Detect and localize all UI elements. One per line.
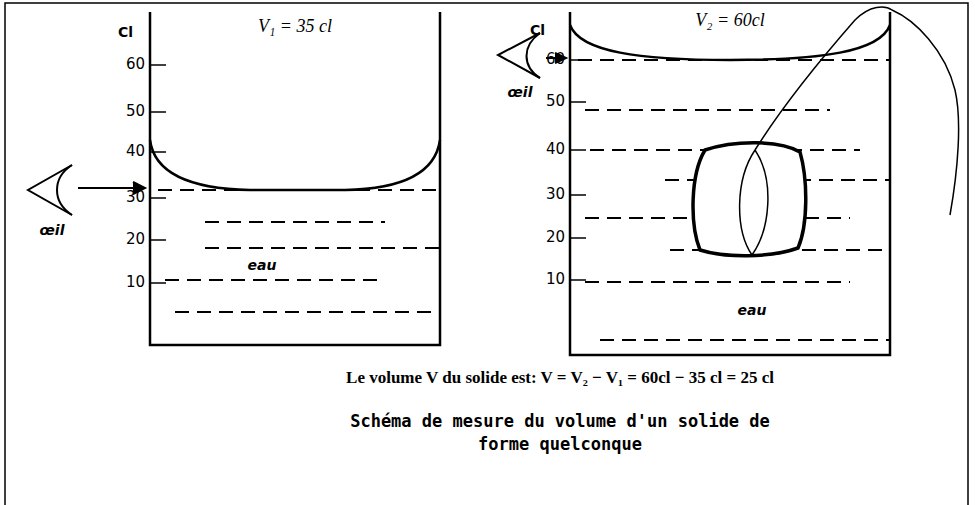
- scale-number: 60: [546, 51, 565, 68]
- volume-label: V₂ = 60cl: [695, 10, 764, 31]
- scale-number: 10: [546, 271, 565, 288]
- water-lines: [158, 190, 440, 312]
- scale-number: 30: [546, 186, 565, 203]
- solid-object: [693, 143, 806, 256]
- right-container: [570, 12, 890, 355]
- eye-label: œil: [508, 84, 533, 100]
- volume-label: V₁ = 35 cl: [258, 16, 332, 37]
- scale-number: 40: [546, 141, 565, 158]
- unit-label: Cl: [118, 24, 133, 40]
- result-text: Le volume V du solide est: V = V₂ − V₁ =…: [346, 368, 774, 388]
- scale-number: 50: [126, 103, 145, 120]
- scale-number: 20: [126, 231, 145, 248]
- scale-number: 50: [546, 93, 565, 110]
- left-container: [150, 12, 440, 345]
- caption: Schéma de mesure du volume d'un solide d…: [330, 410, 790, 456]
- water-label: eau: [735, 302, 770, 318]
- unit-label: Cl: [530, 22, 545, 38]
- string: [740, 7, 959, 255]
- meniscus: [150, 140, 440, 190]
- water-label: eau: [245, 257, 280, 273]
- left-scale: [150, 65, 166, 283]
- eye-symbol: [28, 165, 145, 215]
- water-lines: [578, 60, 890, 340]
- scale-number: 40: [126, 143, 145, 160]
- scale-number: 20: [546, 229, 565, 246]
- eye-symbol: [498, 33, 566, 78]
- meniscus: [570, 25, 890, 60]
- frame: [5, 3, 968, 505]
- scale-number: 30: [126, 189, 145, 206]
- right-scale: [570, 60, 586, 280]
- scale-number: 60: [126, 56, 145, 73]
- scale-number: 10: [126, 274, 145, 291]
- eye-label: œil: [40, 222, 65, 238]
